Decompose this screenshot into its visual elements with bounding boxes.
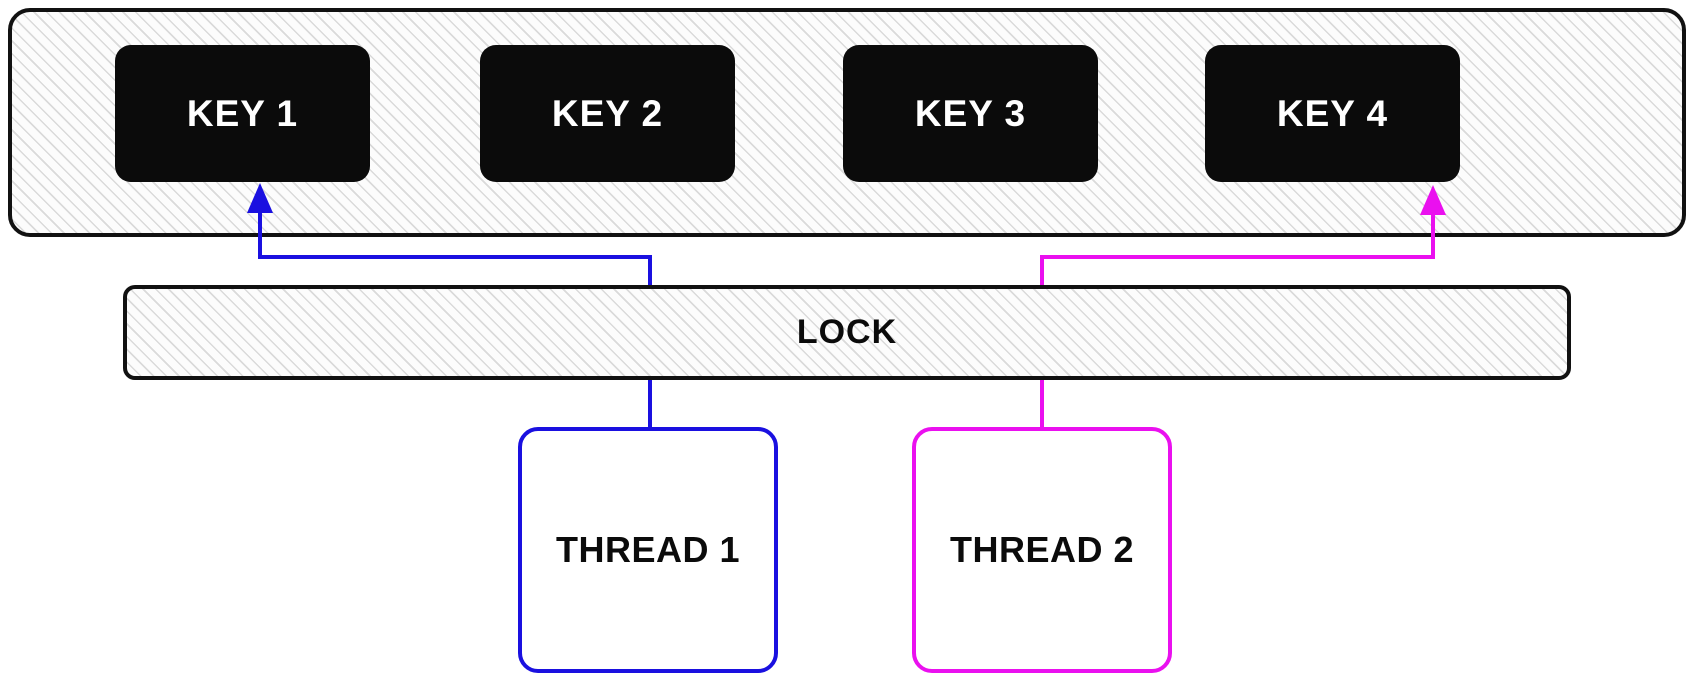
key-2-label: KEY 2 (551, 92, 664, 134)
key-3-box: KEY 3 (843, 45, 1098, 182)
thread-1-box: THREAD 1 (518, 427, 778, 673)
key-2-box: KEY 2 (480, 45, 735, 182)
key-1-label: KEY 1 (186, 92, 299, 134)
thread-1-label: THREAD 1 (555, 529, 741, 570)
thread-2-box: THREAD 2 (912, 427, 1172, 673)
key-1-box: KEY 1 (115, 45, 370, 182)
key-4-box: KEY 4 (1205, 45, 1460, 182)
lock-label: LOCK (796, 313, 898, 351)
lock-bar: LOCK (123, 285, 1571, 380)
key-4-label: KEY 4 (1276, 92, 1389, 134)
key-3-label: KEY 3 (914, 92, 1027, 134)
thread-2-label: THREAD 2 (949, 529, 1135, 570)
